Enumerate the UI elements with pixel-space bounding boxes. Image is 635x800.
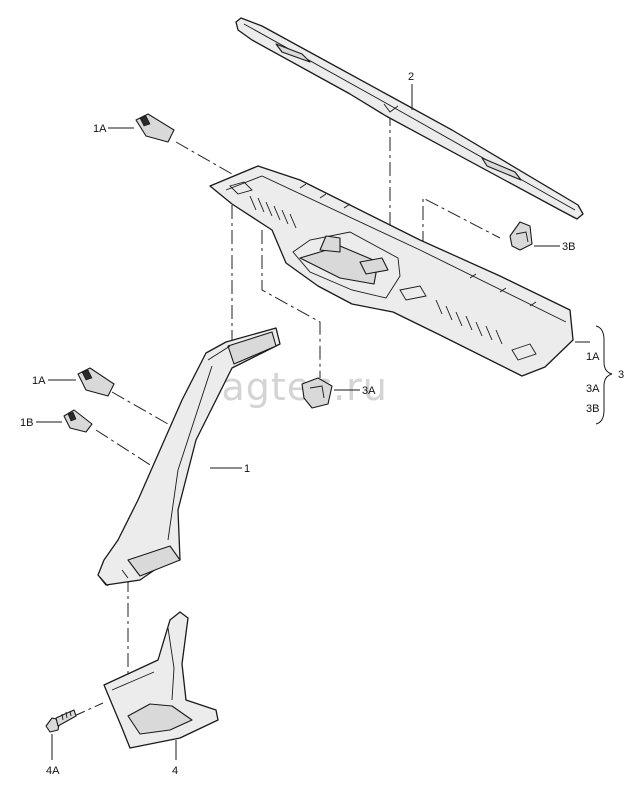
label-bracket-3b: 3B (586, 403, 599, 415)
label-clip-3a: 3A (362, 385, 376, 397)
label-clip-1a-top: 1A (93, 123, 107, 135)
clip-1a-mid (77, 367, 115, 397)
screw-4a (45, 709, 77, 733)
part-4-lower-cover (103, 611, 219, 749)
label-part-1: 1 (244, 463, 250, 475)
label-clip-1b: 1B (20, 417, 33, 429)
part-2-trim-strip (235, 17, 584, 220)
clip-3a (301, 377, 333, 409)
label-clip-1a-mid: 1A (32, 375, 46, 387)
clip-3b (509, 221, 533, 251)
part-3-trim-panel (209, 165, 574, 377)
clip-1b (63, 409, 93, 433)
label-bracket-3a: 3A (586, 383, 600, 395)
label-part-3: 3 (618, 369, 624, 381)
label-clip-3b: 3B (562, 241, 575, 253)
callout-labels: 2 1A 3B 1A 3 3A 3B 1A 3A 1B 1 4A 4 (20, 71, 624, 777)
label-screw-4a: 4A (46, 765, 60, 777)
label-bracket-1a: 1A (586, 351, 600, 363)
label-part-4: 4 (172, 765, 178, 777)
leader-lines (36, 84, 613, 760)
part-1-pillar-trim (97, 327, 281, 587)
label-part-2: 2 (408, 71, 414, 83)
clip-1a-top (135, 113, 175, 143)
